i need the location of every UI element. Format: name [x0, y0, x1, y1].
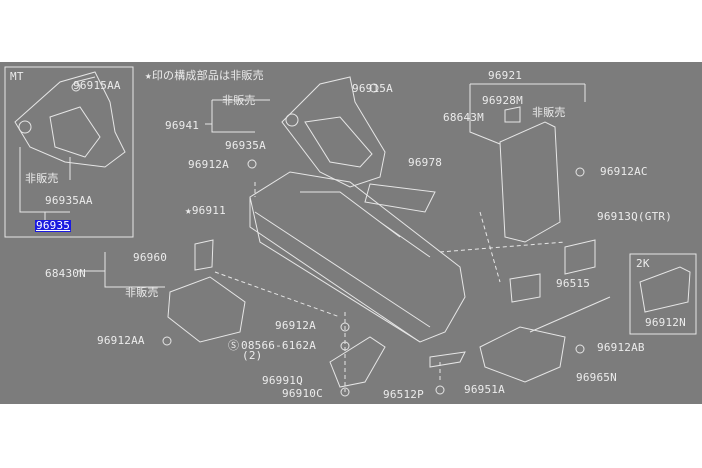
mt-inset-frame — [4, 66, 134, 238]
mt-shift-cover — [14, 71, 126, 168]
part-link-96935[interactable]: 96935 — [35, 219, 72, 232]
label-96913Q: 96913Q(GTR) — [597, 210, 673, 223]
inset-title-2k: 2K — [636, 257, 650, 270]
arrow-line — [529, 296, 611, 333]
bracket-96512P — [429, 351, 466, 368]
label-96910C: 96910C — [282, 387, 323, 400]
label-96912N: 96912N — [645, 316, 686, 329]
tray-96965N — [479, 326, 566, 383]
label-96912A-top: 96912A — [188, 158, 229, 171]
pocket-68430N — [167, 276, 246, 343]
label-96978: 96978 — [408, 156, 443, 169]
armrest — [499, 121, 561, 243]
label-not-sold-3: 非販売 — [125, 286, 159, 299]
diagram-canvas — [0, 62, 702, 404]
2k-inset-frame — [629, 253, 697, 335]
label-96928M: 96928M — [482, 94, 523, 107]
mt-shift-boot — [49, 106, 101, 158]
label-96951A: 96951A — [464, 383, 505, 396]
2k-panel — [639, 266, 691, 313]
label-96911: ★96911 — [185, 204, 226, 217]
label-96915A: 96915A — [352, 82, 393, 95]
bracket-96991Q — [329, 336, 386, 388]
panel-96913Q — [564, 239, 596, 275]
label-96515: 96515 — [556, 277, 591, 290]
lid-96960 — [194, 239, 214, 271]
mt-cup-holder — [18, 120, 32, 134]
label-96912A-bottom: 96912A — [275, 319, 316, 332]
label-96912AC: 96912AC — [600, 165, 648, 178]
label-96960: 96960 — [133, 251, 168, 264]
label-96921: 96921 — [488, 69, 523, 82]
label-08566-6162A: 08566-6162A — [241, 339, 317, 352]
main-console — [249, 171, 466, 343]
label-96935AA: 96935AA — [45, 194, 93, 207]
screw-symbol-icon: Ⓢ — [228, 339, 240, 352]
label-96915AA: 96915AA — [73, 79, 121, 92]
shift-cover — [281, 76, 386, 188]
label-not-sold-2: 非販売 — [532, 106, 566, 119]
label-96912AB: 96912AB — [597, 341, 645, 354]
label-96912AA: 96912AA — [97, 334, 145, 347]
label-96935A: 96935A — [225, 139, 266, 152]
label-68643M: 68643M — [443, 111, 484, 124]
label-not-sold-mt: 非販売 — [25, 172, 59, 185]
label-96941: 96941 — [165, 119, 200, 132]
label-68430N: 68430N — [45, 267, 86, 280]
label-08566-qty: (2) — [242, 349, 263, 362]
label-96512P: 96512P — [383, 388, 424, 401]
lid-96978 — [364, 183, 436, 213]
label-96991Q: 96991Q — [262, 374, 303, 387]
note-not-sold: ★印の構成部品は非販売 — [145, 69, 264, 82]
panel-96515 — [509, 273, 541, 303]
parts-drawing — [4, 66, 697, 397]
inset-title-mt: MT — [10, 70, 24, 83]
label-not-sold-1: 非販売 — [222, 94, 256, 107]
label-96965N: 96965N — [576, 371, 617, 384]
